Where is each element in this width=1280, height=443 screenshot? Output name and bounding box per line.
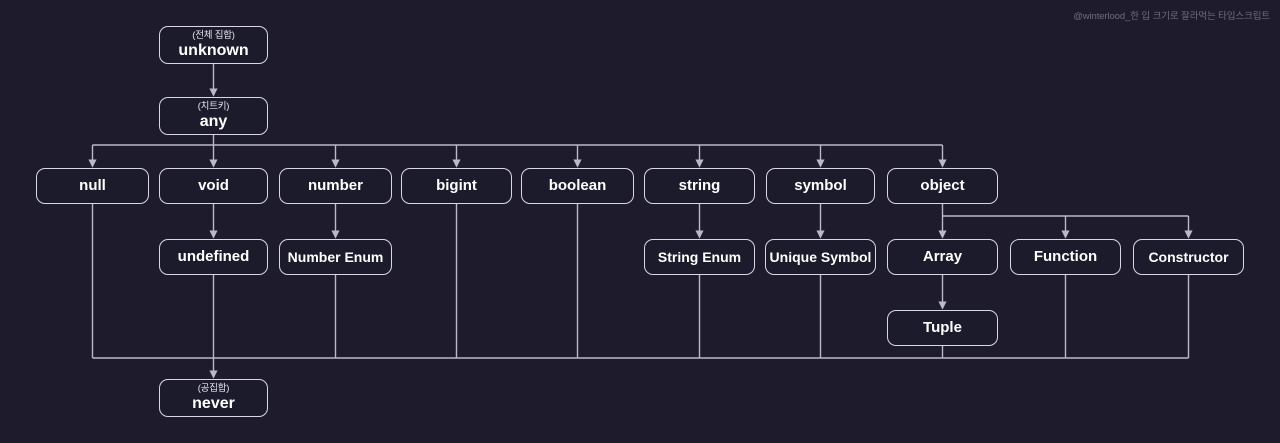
node-unique-symbol[interactable]: Unique Symbol (765, 239, 876, 275)
node-boolean-label: boolean (549, 177, 607, 195)
node-any[interactable]: (치트키)any (159, 97, 268, 135)
node-unknown-label: unknown (178, 42, 248, 60)
node-unique-symbol-label: Unique Symbol (770, 248, 872, 266)
watermark-label: @winterlood_한 입 크기로 잘라먹는 타입스크립트 (1073, 8, 1270, 22)
node-string-label: string (679, 177, 721, 195)
node-function-label: Function (1034, 248, 1097, 266)
node-void[interactable]: void (159, 168, 268, 204)
node-symbol[interactable]: symbol (766, 168, 875, 204)
node-string-enum[interactable]: String Enum (644, 239, 755, 275)
node-symbol-label: symbol (794, 177, 847, 195)
node-void-label: void (198, 177, 229, 195)
node-boolean[interactable]: boolean (521, 168, 634, 204)
node-constructor[interactable]: Constructor (1133, 239, 1244, 275)
node-object[interactable]: object (887, 168, 998, 204)
node-array-label: Array (923, 248, 962, 266)
node-bigint[interactable]: bigint (401, 168, 512, 204)
node-object-label: object (920, 177, 964, 195)
node-tuple[interactable]: Tuple (887, 310, 998, 346)
node-never-label: never (192, 395, 235, 413)
node-function[interactable]: Function (1010, 239, 1121, 275)
node-any-annotation: (치트키) (198, 101, 230, 112)
node-number-label: number (308, 177, 363, 195)
node-unknown[interactable]: (전체 집합)unknown (159, 26, 268, 64)
node-constructor-label: Constructor (1148, 248, 1228, 266)
node-null-label: null (79, 177, 106, 195)
node-tuple-label: Tuple (923, 319, 962, 337)
node-null[interactable]: null (36, 168, 149, 204)
node-unknown-annotation: (전체 집합) (192, 30, 235, 41)
node-string-enum-label: String Enum (658, 248, 741, 266)
node-array[interactable]: Array (887, 239, 998, 275)
node-undefined-label: undefined (178, 248, 250, 266)
node-never-annotation: (공집합) (198, 383, 230, 394)
node-bigint-label: bigint (436, 177, 477, 195)
node-number-enum[interactable]: Number Enum (279, 239, 392, 275)
node-never[interactable]: (공집합)never (159, 379, 268, 417)
node-number[interactable]: number (279, 168, 392, 204)
node-number-enum-label: Number Enum (288, 248, 384, 266)
node-string[interactable]: string (644, 168, 755, 204)
node-any-label: any (200, 113, 228, 131)
node-undefined[interactable]: undefined (159, 239, 268, 275)
